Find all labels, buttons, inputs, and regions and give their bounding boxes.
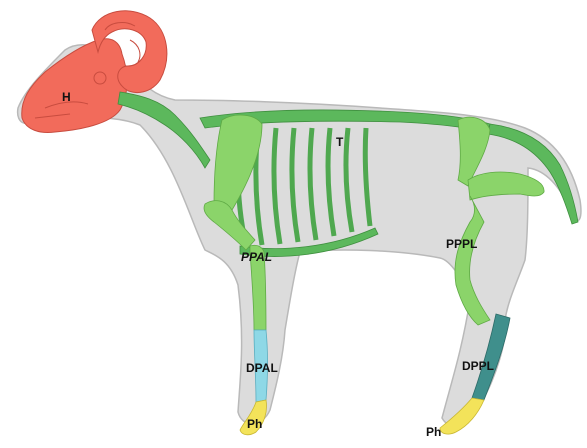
label-dpal: DPAL [246,361,278,375]
label-pppl: PPPL [446,237,477,251]
label-ppal: PPAL [241,250,272,264]
label-head: H [62,90,71,104]
label-ph-hind: Ph [426,425,441,439]
label-dppl: DPPL [462,359,494,373]
label-ph-fore: Ph [247,417,262,431]
label-trunk: T [336,135,344,149]
